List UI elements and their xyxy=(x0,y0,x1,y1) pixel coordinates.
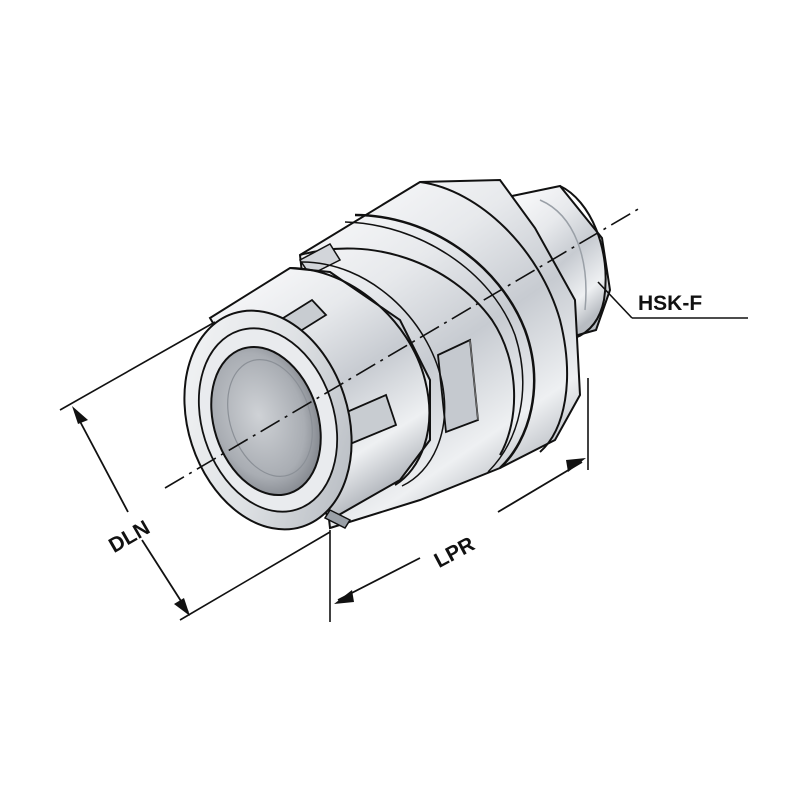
hsk-callout: HSK-F xyxy=(597,281,748,319)
hsk-label: HSK-F xyxy=(638,292,702,315)
center-axis xyxy=(164,207,641,489)
front-face xyxy=(183,309,353,531)
lpr-label: LPR xyxy=(431,533,479,573)
dln-label: DLN xyxy=(105,516,154,558)
